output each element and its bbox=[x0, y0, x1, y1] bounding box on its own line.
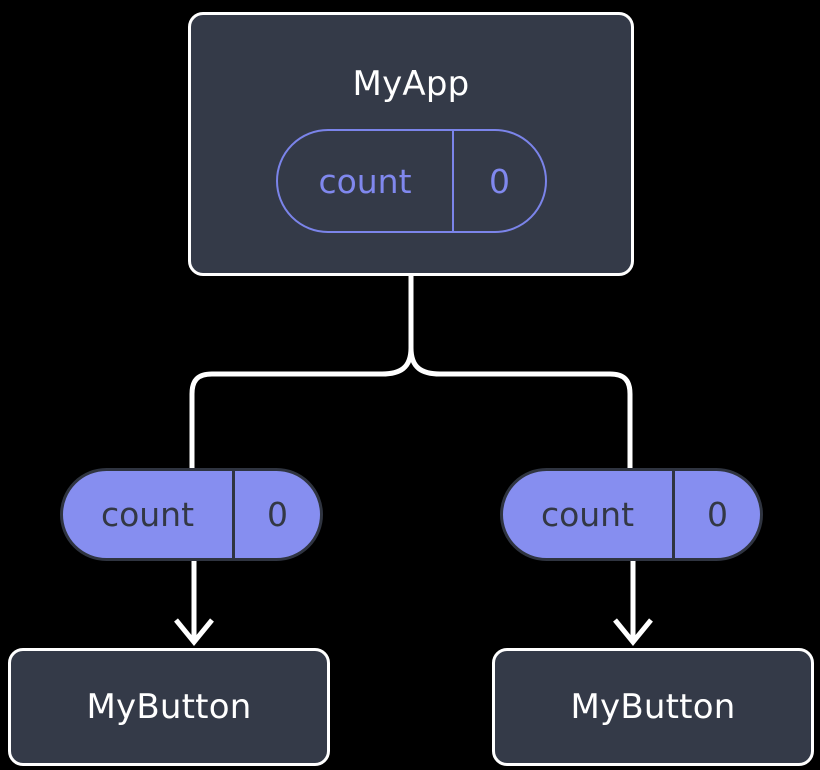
prop-pill-right-value: 0 bbox=[672, 471, 760, 558]
edge-branch-right bbox=[408, 347, 633, 470]
edge-arrow-right-head bbox=[613, 618, 653, 646]
edge-branch-left bbox=[189, 347, 414, 470]
node-myapp-label: MyApp bbox=[352, 64, 470, 104]
edge-arrow-left-head bbox=[174, 618, 214, 646]
state-pill-myapp-key: count bbox=[318, 161, 412, 201]
node-mybutton-right[interactable]: MyButton bbox=[492, 648, 814, 766]
node-mybutton-right-label: MyButton bbox=[570, 687, 736, 727]
prop-pill-right[interactable]: count 0 bbox=[500, 468, 763, 561]
prop-pill-left-key: count bbox=[100, 495, 195, 534]
prop-pill-right-key: count bbox=[540, 495, 635, 534]
node-mybutton-left-label: MyButton bbox=[86, 687, 252, 727]
prop-pill-left[interactable]: count 0 bbox=[60, 468, 323, 561]
prop-pill-left-value: 0 bbox=[232, 471, 320, 558]
node-mybutton-left[interactable]: MyButton bbox=[8, 648, 330, 766]
state-pill-myapp[interactable]: count 0 bbox=[276, 129, 547, 233]
state-pill-myapp-value: 0 bbox=[452, 131, 545, 231]
